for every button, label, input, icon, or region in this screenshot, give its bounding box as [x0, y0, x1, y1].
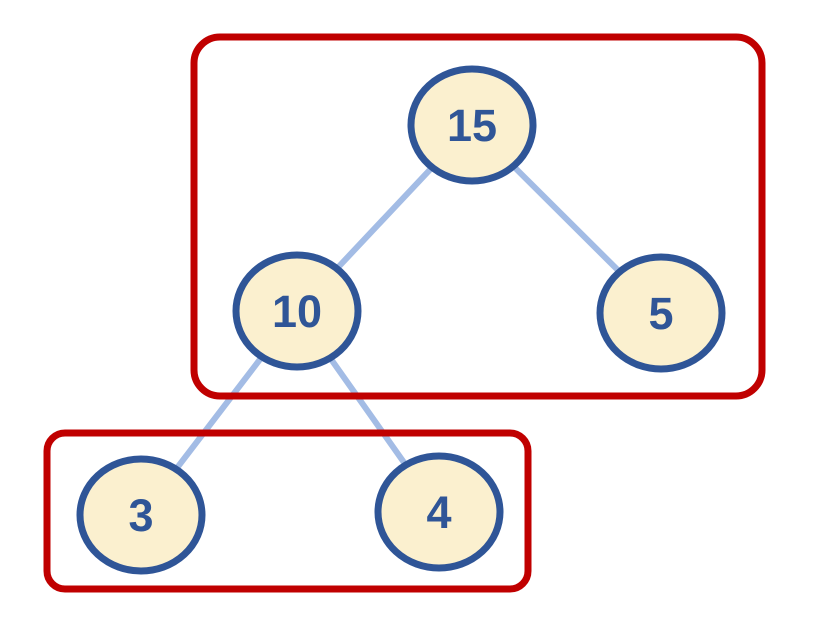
tree-node-15	[407, 65, 537, 185]
tree-node-3	[76, 455, 206, 575]
tree-node-5	[596, 253, 726, 373]
tree-node-15-label: 15	[447, 100, 497, 151]
tree-node-5-label: 5	[648, 288, 673, 339]
tree-node-4	[374, 452, 504, 572]
tree-node-3-label: 3	[128, 490, 153, 541]
group-outline-bottom-leaves	[43, 429, 532, 593]
group-outline-top-subtree	[190, 33, 766, 400]
tree-node-4-label: 4	[426, 487, 451, 538]
tree-node-10-label: 10	[272, 286, 322, 337]
tree-node-10	[232, 251, 362, 371]
